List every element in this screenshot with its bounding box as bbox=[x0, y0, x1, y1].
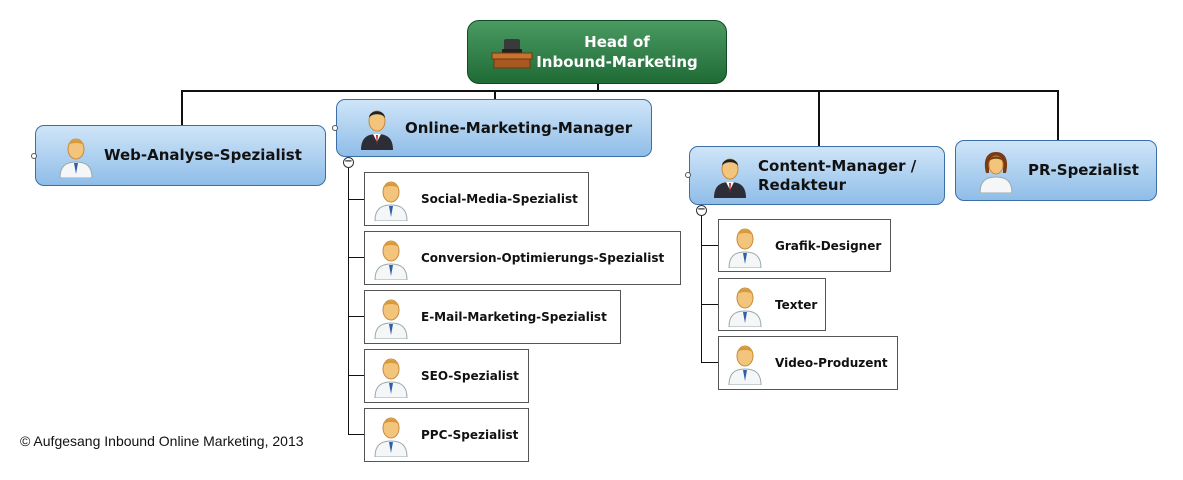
texter-node[interactable]: Texter bbox=[718, 278, 826, 331]
connector-om-vertical bbox=[348, 167, 349, 435]
content-manager-connector-dot bbox=[685, 172, 691, 178]
texter-label: Texter bbox=[775, 297, 818, 312]
video-produzent-label: Video-Produzent bbox=[775, 356, 888, 370]
root-label-line2: Inbound-Marketing bbox=[536, 53, 698, 71]
male-person-icon bbox=[58, 134, 94, 178]
web-analyse-label: Web-Analyse-Spezialist bbox=[104, 146, 302, 164]
social-media-spezialist-node[interactable]: Social-Media-Spezialist bbox=[364, 172, 589, 226]
e-mail-marketing-spezialist-node[interactable]: E-Mail-Marketing-Spezialist bbox=[364, 290, 621, 344]
root-label-line1: Head of bbox=[584, 33, 650, 51]
seo-spezialist-node[interactable]: SEO-Spezialist bbox=[364, 349, 529, 403]
copyright-text: © Aufgesang Inbound Online Marketing, 20… bbox=[20, 433, 304, 449]
online-marketing-label: Online-Marketing-Manager bbox=[405, 118, 633, 137]
male-person-icon bbox=[373, 354, 409, 398]
male-person-icon bbox=[727, 283, 763, 327]
grafik-designer-label: Grafik-Designer bbox=[775, 238, 882, 253]
content-manager-collapse-button[interactable]: − bbox=[696, 204, 707, 216]
online-marketing-manager-node[interactable]: Online-Marketing-Manager bbox=[336, 99, 652, 157]
male-person-icon bbox=[373, 295, 409, 339]
male-person-icon bbox=[727, 224, 763, 268]
male-person-icon bbox=[727, 341, 763, 385]
connector-pr bbox=[1057, 90, 1059, 140]
manager-person-icon bbox=[359, 106, 395, 150]
connector-om-child-1 bbox=[348, 199, 364, 200]
connector-cm-vertical bbox=[701, 215, 702, 363]
male-person-icon bbox=[373, 236, 409, 280]
connector-content-manager bbox=[818, 90, 820, 146]
female-person-icon bbox=[978, 149, 1014, 193]
connector-om-child-5 bbox=[348, 434, 364, 435]
ppc-spezialist-node[interactable]: PPC-Spezialist bbox=[364, 408, 529, 462]
desk-icon bbox=[490, 37, 534, 69]
social-media-label: Social-Media-Spezialist bbox=[421, 192, 578, 206]
web-analyse-spezialist-node[interactable]: Web-Analyse-Spezialist bbox=[35, 125, 326, 186]
connector-om-child-4 bbox=[348, 375, 364, 376]
male-person-icon bbox=[373, 177, 409, 221]
head-of-inbound-marketing-node[interactable]: Head of Inbound-Marketing bbox=[467, 20, 727, 84]
connector-cm-child-3 bbox=[701, 362, 718, 363]
connector-horizontal-bus bbox=[181, 90, 1059, 92]
male-person-icon bbox=[373, 413, 409, 457]
conversion-label: Conversion-Optimierungs-Spezialist bbox=[421, 251, 665, 265]
online-marketing-collapse-button[interactable]: − bbox=[343, 156, 354, 168]
grafik-designer-node[interactable]: Grafik-Designer bbox=[718, 219, 891, 272]
content-manager-label-line2: Redakteur bbox=[758, 175, 846, 194]
content-manager-label-line1: Content-Manager / bbox=[758, 156, 917, 175]
connector-online-marketing bbox=[494, 90, 496, 99]
manager-person-icon bbox=[712, 154, 748, 198]
content-manager-redakteur-node[interactable]: Content-Manager / Redakteur bbox=[689, 146, 945, 205]
pr-spezialist-node[interactable]: PR-Spezialist bbox=[955, 140, 1157, 201]
ppc-label: PPC-Spezialist bbox=[421, 428, 519, 442]
connector-cm-child-2 bbox=[701, 304, 718, 305]
e-mail-marketing-label: E-Mail-Marketing-Spezialist bbox=[421, 310, 607, 324]
connector-root-down bbox=[597, 84, 599, 91]
conversion-optimierungs-spezialist-node[interactable]: Conversion-Optimierungs-Spezialist bbox=[364, 231, 681, 285]
pr-label: PR-Spezialist bbox=[1028, 161, 1139, 179]
seo-label: SEO-Spezialist bbox=[421, 369, 519, 383]
web-analyse-connector-dot bbox=[31, 153, 37, 159]
connector-om-child-2 bbox=[348, 257, 364, 258]
connector-web-analyse bbox=[181, 90, 183, 125]
video-produzent-node[interactable]: Video-Produzent bbox=[718, 336, 898, 390]
connector-cm-child-1 bbox=[701, 245, 718, 246]
connector-om-child-3 bbox=[348, 316, 364, 317]
online-marketing-connector-dot bbox=[332, 125, 338, 131]
